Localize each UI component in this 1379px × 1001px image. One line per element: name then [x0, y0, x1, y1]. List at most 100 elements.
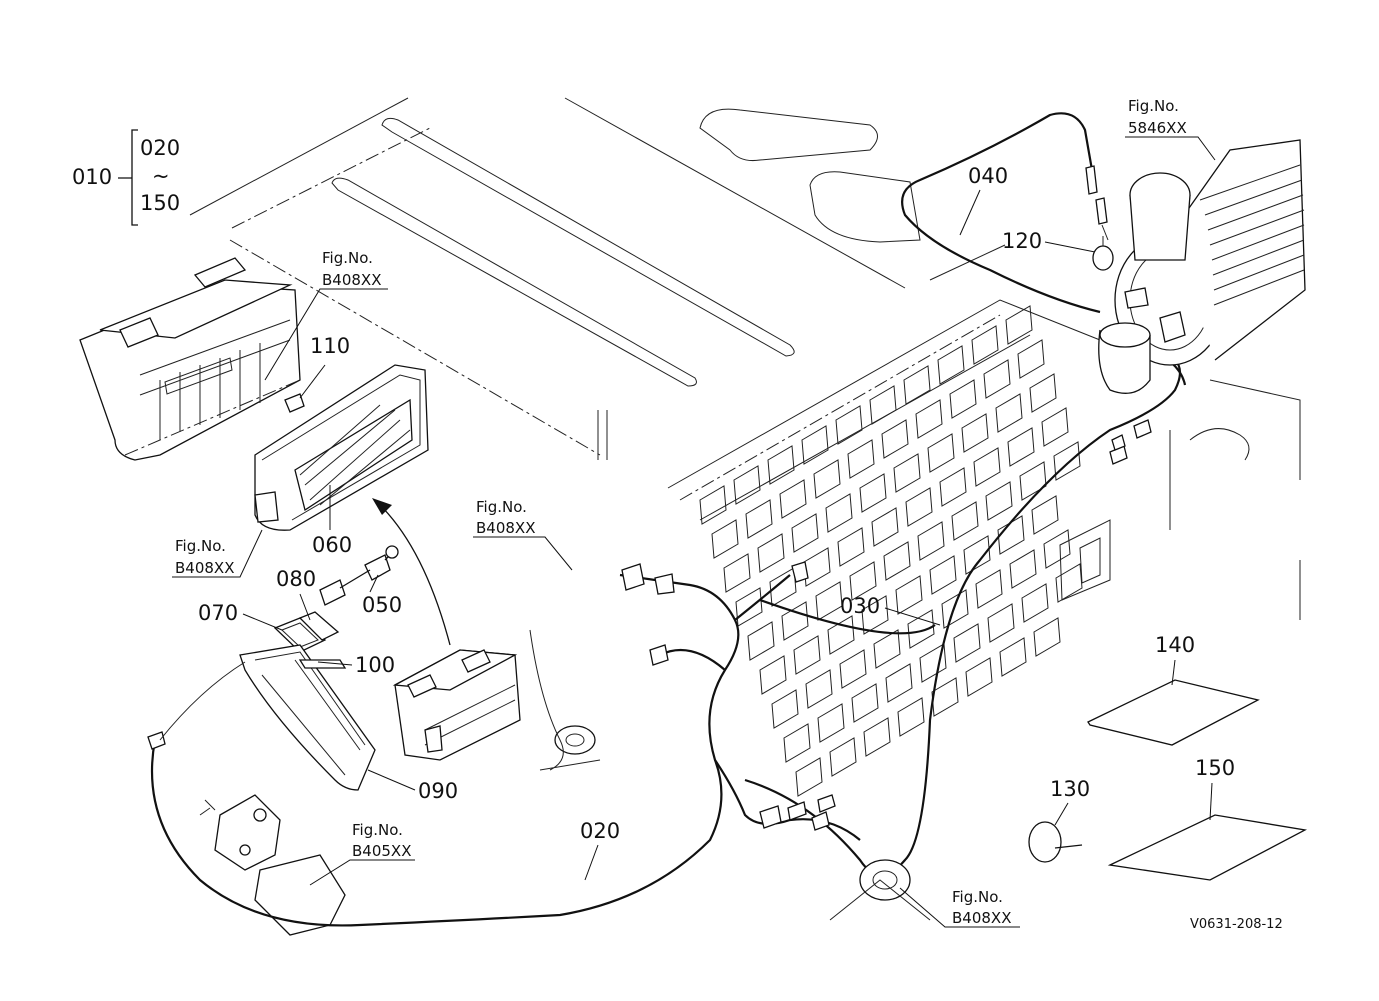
label-090: 090 [418, 779, 458, 803]
grille-cell [915, 399, 943, 439]
figref-air-cleaner-code: 5846XX [1128, 119, 1187, 137]
figref-fuse-box-code: B408XX [322, 271, 381, 289]
grille-cell [1007, 427, 1035, 467]
connector-parts-070-080 [273, 611, 340, 653]
grille-cell [971, 325, 999, 365]
figref-air-cleaner-title: Fig.No. [1128, 97, 1179, 115]
grille-cell [1043, 529, 1071, 569]
figref-fuse-box-title: Fig.No. [322, 249, 373, 267]
label-140: 140 [1155, 633, 1195, 657]
grille-cell [985, 481, 1013, 521]
figref-center-harness: Fig.No. B408XX [473, 498, 573, 571]
grille-cell [769, 567, 797, 607]
grille-cell [885, 663, 913, 703]
cable-tie-130 [1028, 821, 1083, 863]
grille-cell [919, 643, 947, 683]
figref-center-harness-title: Fig.No. [476, 498, 527, 516]
grille-cell [1009, 549, 1037, 589]
grille-cell [995, 393, 1023, 433]
grille-cell [861, 595, 889, 635]
fuse-110 [284, 364, 326, 413]
battery-holder [239, 644, 376, 791]
figref-grommet-title: Fig.No. [952, 888, 1003, 906]
grille-cell [937, 345, 965, 385]
label-120: 120 [1002, 229, 1042, 253]
grille-cell [827, 615, 855, 655]
grille-cell [903, 365, 931, 405]
grille-cell [869, 385, 897, 425]
grille-cell [1005, 305, 1033, 345]
label-sheet-140 [1087, 679, 1260, 746]
grille-cell [907, 609, 935, 649]
grille-cell [997, 515, 1025, 555]
grille-cell [1021, 583, 1049, 623]
grille-cell [949, 379, 977, 419]
grille-cell [711, 519, 739, 559]
grille-cell [1053, 441, 1081, 481]
figref-bracket-code: B405XX [352, 842, 411, 860]
grille-cell [747, 621, 775, 661]
grille-cell [929, 555, 957, 595]
grille-cell [837, 527, 865, 567]
air-cleaner [1098, 139, 1306, 394]
grille-cell [723, 553, 751, 593]
label-030: 030 [840, 594, 880, 618]
grille-cell [905, 487, 933, 527]
assembly-range-sep: ~ [152, 164, 170, 188]
grille-cell [779, 479, 807, 519]
grille-cell [829, 737, 857, 777]
grille-cell [801, 425, 829, 465]
figref-fuse-cover: Fig.No. B408XX [172, 529, 263, 578]
grille-cell [939, 467, 967, 507]
figref-fuse-box: Fig.No. B408XX [264, 249, 388, 381]
grille-cell [893, 453, 921, 493]
grille-cell [813, 459, 841, 499]
label-sheet-150 [1107, 814, 1308, 881]
label-060: 060 [312, 533, 352, 557]
grille-cell [839, 649, 867, 689]
grille-cell [973, 447, 1001, 487]
grille-cell [931, 677, 959, 717]
grille-cell [987, 603, 1015, 643]
label-020: 020 [580, 819, 620, 843]
mount-bracket [199, 794, 346, 936]
battery-box [392, 649, 521, 761]
label-040: 040 [968, 164, 1008, 188]
grille-cell [759, 655, 787, 695]
grille-cell [795, 757, 823, 797]
grille-cell [895, 575, 923, 615]
label-080: 080 [276, 567, 316, 591]
assembly-range-end: 150 [140, 191, 180, 215]
grille-cell [871, 507, 899, 547]
grille-cell [1033, 617, 1061, 657]
grille-cell [1031, 495, 1059, 535]
grille-cell [897, 697, 925, 737]
relay-socket-050 [319, 545, 399, 606]
grille-cell [941, 589, 969, 629]
grille-cell [767, 445, 795, 485]
label-070: 070 [198, 601, 238, 625]
figref-grommet: Fig.No. B408XX [899, 887, 1020, 928]
wiring-harness-020 [147, 561, 809, 927]
grille-cell [803, 547, 831, 587]
grille-cell [783, 723, 811, 763]
grille-cell [735, 587, 763, 627]
label-130: 130 [1050, 777, 1090, 801]
machine-body-outline [189, 97, 1301, 620]
grille-cell [859, 473, 887, 513]
drawing-code: V0631-208-12 [1190, 917, 1283, 932]
grille-cell [963, 535, 991, 575]
grille-cell [863, 717, 891, 757]
grille-cell [917, 521, 945, 561]
figref-fuse-cover-title: Fig.No. [175, 537, 226, 555]
grommet-front [529, 629, 601, 771]
grille-cell [927, 433, 955, 473]
grille-cell [851, 683, 879, 723]
grille-cell [805, 669, 833, 709]
grille-cell [757, 533, 785, 573]
part-labels: 020 030 040 050 060 070 080 090 100 110 … [198, 164, 1235, 881]
assembly-range-start: 020 [140, 136, 180, 160]
figref-grommet-code: B408XX [952, 909, 1011, 927]
pressure-switch-120 [1092, 236, 1114, 271]
